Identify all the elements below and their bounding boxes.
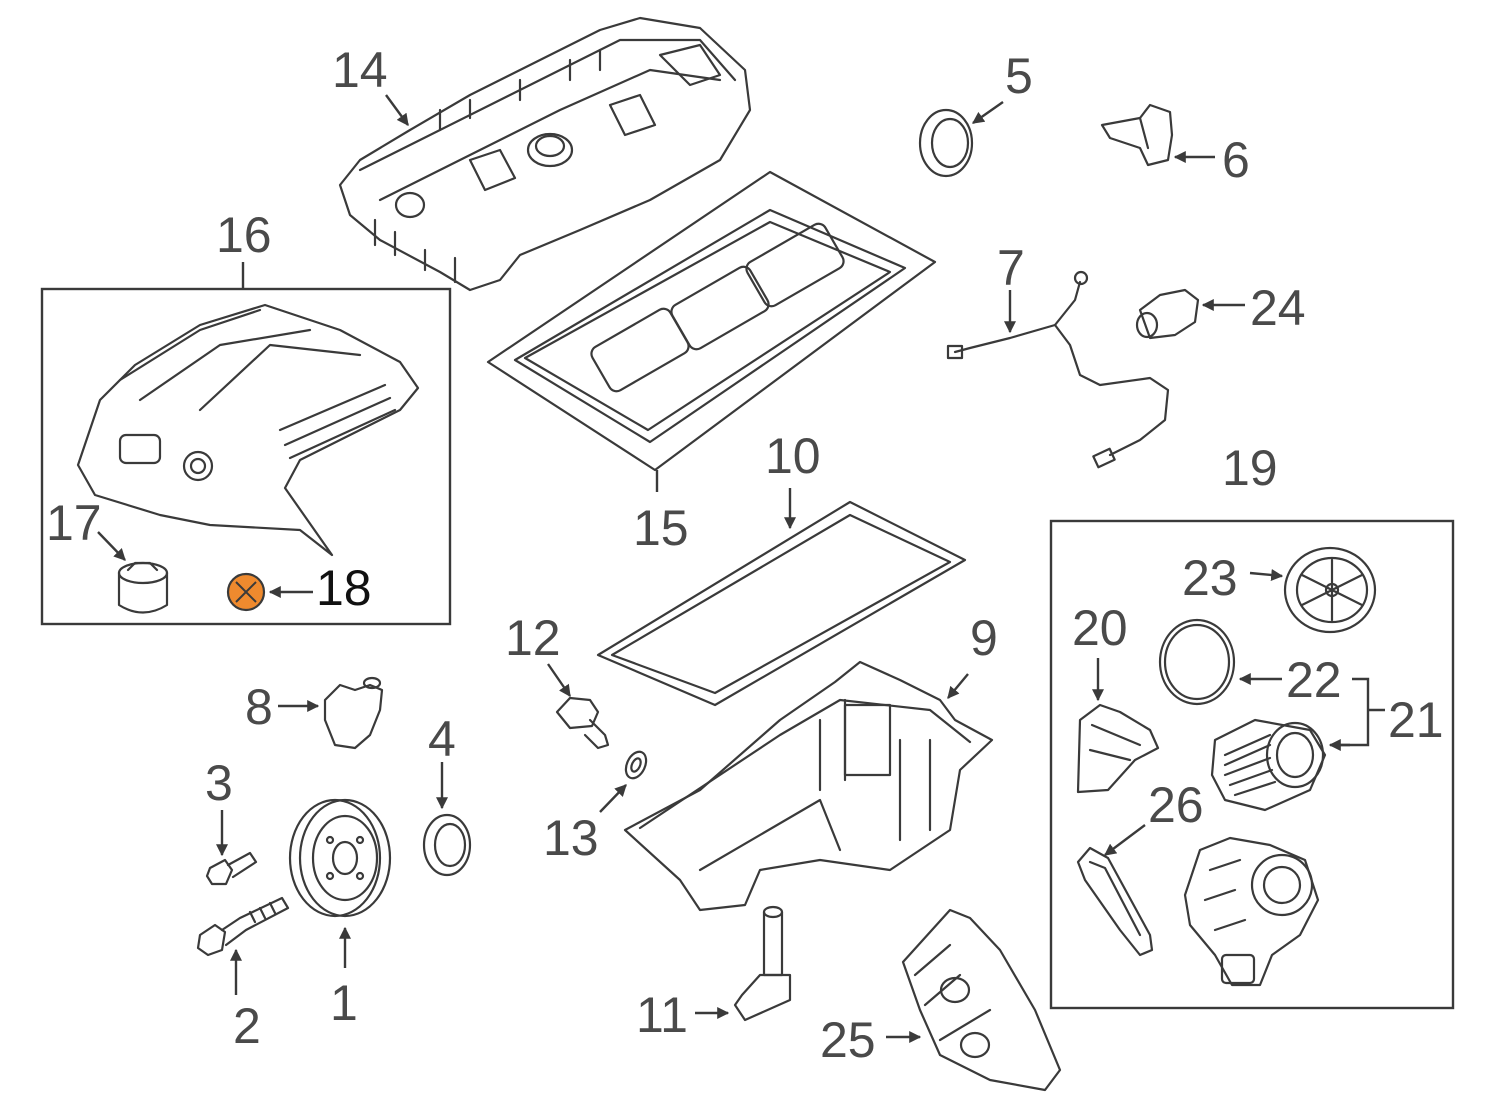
group-box-19 (1049, 519, 1455, 1010)
sensor-part-6 (1100, 103, 1174, 167)
callout-14: 14 (332, 42, 388, 98)
sensor-wire-part-7 (946, 270, 1170, 469)
filter-housing-part-20 (1076, 703, 1160, 794)
o-ring-part-22 (1158, 618, 1236, 706)
valve-cover-part-14 (338, 16, 752, 292)
callout-16: 16 (216, 207, 272, 263)
bolt-part-2 (196, 896, 290, 957)
callout-4: 4 (428, 711, 456, 767)
callout-11: 11 (636, 987, 688, 1043)
callout-1: 1 (330, 975, 358, 1031)
dipstick-tube-part-11 (733, 905, 792, 1022)
callout-2: 2 (233, 998, 261, 1054)
drain-plug-part-12 (555, 696, 610, 750)
seal-part-4 (422, 813, 472, 877)
grommet-part-18-highlighted (226, 572, 266, 612)
washer-part-13 (624, 750, 648, 780)
filter-cap-part-23 (1283, 546, 1377, 634)
gasket-part-26 (1076, 846, 1154, 957)
callout-8: 8 (245, 679, 273, 735)
sensor-part-24 (1135, 288, 1200, 340)
callout-21: 21 (1388, 692, 1444, 748)
engine-cover-part-16 (76, 303, 420, 557)
module-part-25 (901, 908, 1062, 1092)
pump-assembly (1183, 836, 1320, 987)
group-box-16 (40, 287, 452, 626)
callout-20: 20 (1072, 600, 1128, 656)
callout-5: 5 (1005, 48, 1033, 104)
callout-13: 13 (543, 810, 599, 866)
pulley-part-1 (288, 798, 392, 918)
callout-3: 3 (205, 755, 233, 811)
valve-cover-gasket-part-15 (486, 170, 937, 472)
callout-23: 23 (1182, 550, 1238, 606)
callout-19: 19 (1222, 440, 1278, 496)
oil-pan-part-9 (623, 660, 994, 912)
callout-6: 6 (1222, 132, 1250, 188)
callout-15: 15 (633, 500, 689, 556)
callout-7: 7 (997, 240, 1025, 296)
cap-part-17 (117, 561, 169, 614)
callout-26: 26 (1148, 777, 1204, 833)
bolt-part-3 (205, 851, 258, 886)
callout-17: 17 (46, 495, 102, 551)
callout-18: 18 (316, 560, 372, 616)
oil-pan-gasket-part-10 (596, 500, 967, 707)
callout-9: 9 (970, 610, 998, 666)
sensor-part-8 (323, 676, 384, 750)
callout-25: 25 (820, 1012, 876, 1068)
callout-10: 10 (765, 428, 821, 484)
callout-22: 22 (1286, 652, 1342, 708)
seal-part-5 (918, 108, 974, 178)
callout-24: 24 (1250, 280, 1306, 336)
oil-filter-part-21 (1210, 718, 1327, 812)
callout-12: 12 (505, 610, 561, 666)
